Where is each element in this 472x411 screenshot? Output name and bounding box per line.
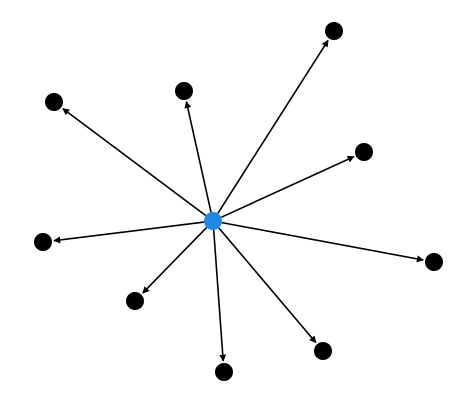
leaf-node-n6 (425, 253, 443, 271)
edge-arrow-n4 (220, 155, 355, 219)
leaf-node-n5 (34, 233, 52, 251)
edge-arrow-n2 (184, 101, 212, 213)
hub-node-group (204, 212, 222, 230)
hub-node (204, 212, 222, 230)
leaf-nodes-group (34, 22, 443, 381)
leaf-node-n8 (314, 342, 332, 360)
leaf-node-n3 (45, 93, 63, 111)
edge-arrow-n5 (53, 221, 205, 244)
leaf-node-n9 (215, 363, 233, 381)
edges-group (53, 39, 424, 362)
edge-arrow-n8 (218, 227, 317, 344)
leaf-node-n4 (355, 143, 373, 161)
leaf-node-n1 (325, 22, 343, 40)
edge-arrow-n6 (221, 221, 424, 263)
leaf-node-n7 (126, 292, 144, 310)
edge-arrow-n7 (142, 226, 208, 294)
edge-arrow-n3 (62, 107, 207, 217)
edge-arrow-n1 (217, 39, 329, 214)
edge-arrow-n9 (212, 229, 227, 362)
leaf-node-n2 (175, 82, 193, 100)
